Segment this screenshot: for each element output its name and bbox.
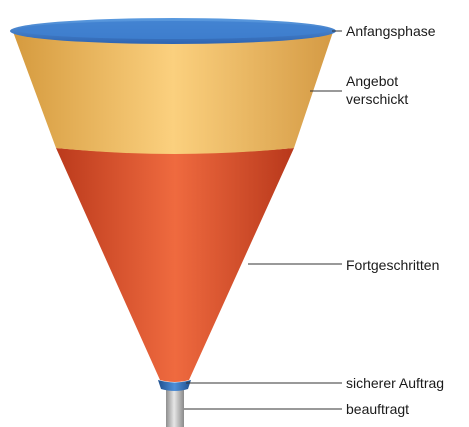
label-beauftragt: beauftragt bbox=[346, 401, 410, 417]
label-anfangsphase: Anfangsphase bbox=[346, 23, 436, 39]
label-fortgeschritten: Fortgeschritten bbox=[346, 257, 440, 273]
stage-fortgeschritten bbox=[56, 148, 294, 382]
stage-beauftragt bbox=[166, 384, 184, 427]
stage-angebot-verschickt bbox=[12, 29, 334, 154]
label-angebot-verschickt: Angebot verschickt bbox=[346, 73, 409, 107]
label-sicherer-auftrag: sicherer Auftrag bbox=[346, 375, 445, 391]
stage-sicherer-auftrag bbox=[158, 380, 191, 391]
stage-anfangsphase-inner bbox=[17, 21, 329, 39]
